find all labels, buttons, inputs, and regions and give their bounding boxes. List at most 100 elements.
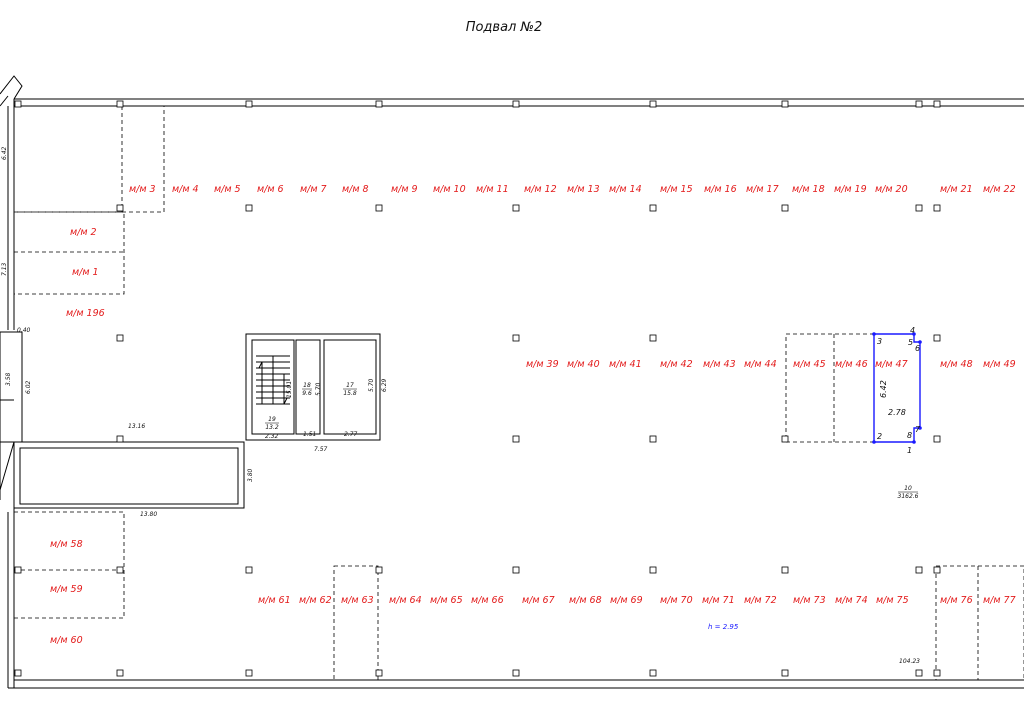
spot-label: м/м 71 xyxy=(702,595,735,606)
point-label: 2 xyxy=(877,432,882,441)
dimension: 6.42 xyxy=(879,380,888,398)
dimension: 2.32 xyxy=(265,433,279,440)
spot-label: м/м 15 xyxy=(660,184,693,195)
room-area: 15.8 xyxy=(343,390,357,397)
dimension: 104.23 xyxy=(899,658,920,665)
columns xyxy=(14,100,941,677)
dimension: 13.16 xyxy=(128,423,145,430)
room-area: 9.6 xyxy=(302,390,312,397)
spot-label: м/м 10 xyxy=(433,184,466,195)
spot-labels-top: м/м 3 м/м 4 м/м 5 м/м 6 м/м 7 м/м 8 м/м … xyxy=(129,184,1016,195)
spot-label: м/м 70 xyxy=(660,595,693,606)
spot-label: м/м 40 xyxy=(567,359,600,370)
spot-label: м/м 60 xyxy=(50,635,83,646)
height-note: h = 2.95 xyxy=(708,623,739,631)
spot-label: м/м 68 xyxy=(569,595,602,606)
spot-label: м/м 66 xyxy=(471,595,504,606)
spot-label: м/м 12 xyxy=(524,184,557,195)
spot-label: м/м 47 xyxy=(875,359,908,370)
stair-steps xyxy=(256,355,290,405)
dimension: 3.58 xyxy=(5,372,12,386)
spot-label: м/м 11 xyxy=(476,184,509,195)
spot-label: м/м 9 xyxy=(391,184,418,195)
dimension: 6.42 xyxy=(1,146,8,160)
dimension: 6.02 xyxy=(25,380,32,394)
spot-labels-left-bottom: м/м 58 м/м 59 м/м 60 xyxy=(50,539,83,646)
room-area: 13.2 xyxy=(265,424,279,431)
room-number: 18 xyxy=(303,382,311,389)
spot-label: м/м 3 xyxy=(129,184,156,195)
spot-label: м/м 13 xyxy=(567,184,600,195)
spot-label: м/м 17 xyxy=(746,184,779,195)
dimension: 2.78 xyxy=(888,408,906,417)
room-number: 17 xyxy=(346,382,354,389)
room-number: 19 xyxy=(268,416,276,423)
spot-label: м/м 64 xyxy=(389,595,422,606)
dimension: 13.80 xyxy=(140,511,157,518)
spot-label: м/м 19 xyxy=(834,184,867,195)
spot-label: м/м 42 xyxy=(660,359,693,370)
dimension: 15.01 xyxy=(286,381,293,398)
spot-labels-left: м/м 2 м/м 1 м/м 196 xyxy=(66,227,105,319)
dimensions: 6.42 7.13 0.40 3.58 6.02 13.16 3.80 13.8… xyxy=(1,146,920,665)
spot-label: м/м 69 xyxy=(610,595,643,606)
spot-label: м/м 73 xyxy=(793,595,826,606)
dimension: 7.13 xyxy=(1,262,8,276)
outer-walls xyxy=(0,75,1024,689)
point-label: 1 xyxy=(907,446,912,455)
dimension: 2.77 xyxy=(344,431,358,438)
spot-label: м/м 8 xyxy=(342,184,369,195)
spot-label: м/м 18 xyxy=(792,184,825,195)
highlighted-spot xyxy=(872,332,922,444)
spot-labels-mid: м/м 39 м/м 40 м/м 41 м/м 42 м/м 43 м/м 4… xyxy=(526,359,1016,370)
spot-label: м/м 5 xyxy=(214,184,241,195)
spot-label: м/м 44 xyxy=(744,359,777,370)
point-markers: 1 2 3 4 5 6 7 8 xyxy=(877,326,921,455)
spot-label: м/м 49 xyxy=(983,359,1016,370)
spot-label: м/м 4 xyxy=(172,184,199,195)
dimension: 3.80 xyxy=(247,468,254,482)
point-label: 4 xyxy=(910,326,915,335)
spot-label: м/м 74 xyxy=(835,595,868,606)
spot-label: м/м 43 xyxy=(703,359,736,370)
point-label: 7 xyxy=(915,425,921,434)
room-number: 10 xyxy=(904,485,912,492)
point-label: 5 xyxy=(908,338,913,347)
spot-label: м/м 72 xyxy=(744,595,777,606)
spot-label: м/м 6 xyxy=(257,184,284,195)
spot-label: м/м 59 xyxy=(50,584,83,595)
point-label: 6 xyxy=(915,344,920,353)
point-label: 8 xyxy=(907,431,912,440)
spot-label: м/м 14 xyxy=(609,184,642,195)
spot-label: м/м 2 xyxy=(70,227,97,238)
spot-label: м/м 45 xyxy=(793,359,826,370)
spot-label: м/м 46 xyxy=(835,359,868,370)
spot-label: м/м 16 xyxy=(704,184,737,195)
core-rooms xyxy=(245,333,381,441)
dimension: 6.29 xyxy=(381,378,388,392)
dimension: 5.70 xyxy=(315,382,322,396)
spot-label: м/м 7 xyxy=(300,184,327,195)
spot-label: м/м 41 xyxy=(609,359,642,370)
spot-label: м/м 20 xyxy=(875,184,908,195)
dimension: 7.57 xyxy=(314,446,328,453)
spot-label: м/м 48 xyxy=(940,359,973,370)
spot-label: м/м 1 xyxy=(72,267,99,278)
spot-label: м/м 75 xyxy=(876,595,909,606)
spot-label: м/м 22 xyxy=(983,184,1016,195)
spot-label: м/м 77 xyxy=(983,595,1016,606)
dimension: 5.70 xyxy=(368,378,375,392)
spot-labels-bottom: м/м 61 м/м 62 м/м 63 м/м 64 м/м 65 м/м 6… xyxy=(258,595,1016,606)
point-label: 3 xyxy=(877,337,882,346)
spot-label: м/м 62 xyxy=(299,595,332,606)
spot-label: м/м 65 xyxy=(430,595,463,606)
spot-label: м/м 63 xyxy=(341,595,374,606)
spot-label: м/м 196 xyxy=(66,308,105,319)
dimension: 1.51 xyxy=(303,431,316,438)
spot-label: м/м 21 xyxy=(940,184,973,195)
spot-label: м/м 39 xyxy=(526,359,559,370)
dashed-boundaries xyxy=(13,105,1024,681)
dimension: 0.40 xyxy=(17,327,31,334)
plan-title: Подвал №2 xyxy=(466,20,543,35)
